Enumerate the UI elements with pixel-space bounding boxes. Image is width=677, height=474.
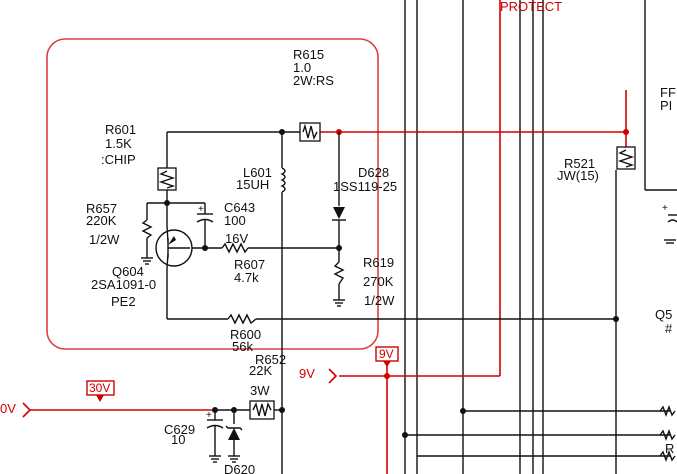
junction-dots	[164, 129, 619, 438]
c643-ref: C643	[224, 200, 255, 215]
junction-dot-9v	[384, 373, 390, 379]
r657-ref: R657	[86, 201, 117, 216]
r607-resistor-symbol	[221, 242, 249, 254]
r615-resistor-symbol	[299, 122, 321, 142]
r601-resistor-symbol	[157, 167, 177, 191]
right-capacitor-symbol: +	[662, 203, 677, 223]
r652-ref: R652	[255, 352, 286, 367]
net-30v-arrow	[22, 402, 32, 418]
protect-label: PROTECT	[500, 0, 562, 14]
l601-inductor-symbol	[280, 167, 286, 193]
right-label-ff: FF	[660, 85, 676, 100]
q604-suffix: PE2	[111, 294, 136, 309]
r619-resistor-symbol	[333, 261, 345, 285]
net-30v-tag: 30V	[89, 381, 110, 395]
r657-rating: 1/2W	[89, 232, 120, 247]
r607-value: 4.7k	[234, 270, 259, 285]
r615-ref: R615	[293, 47, 324, 62]
r521-ref: R521	[564, 156, 595, 171]
net-9v-tag: 9V	[379, 347, 394, 361]
d620-zener-symbol	[225, 425, 243, 440]
r657-resistor-symbol	[141, 219, 153, 239]
r652-resistor-symbol	[249, 400, 275, 420]
right-resistor-1-symbol	[659, 405, 676, 417]
r652-value: 22K	[249, 363, 272, 378]
r652-rating: 3W	[250, 383, 270, 398]
d620-ref: D620	[224, 462, 255, 474]
l601-ref: L601	[243, 165, 272, 180]
right-label-q5: Q5	[655, 307, 672, 322]
r619-ref: R619	[363, 255, 394, 270]
protect-net-wires	[30, 0, 627, 474]
right-label-pi: PI	[660, 98, 672, 113]
l601-value: 15UH	[236, 177, 269, 192]
r601-value: 1.5K	[105, 136, 132, 151]
c643-capacitor-symbol: +	[196, 204, 214, 236]
c643-voltage: 16V	[225, 231, 248, 246]
r600-value: 56k	[232, 339, 253, 354]
r607-ref: R607	[234, 257, 265, 272]
c629-value: 10	[171, 432, 185, 447]
r521-resistor-symbol	[616, 146, 636, 170]
bus-lines	[404, 0, 646, 474]
c629-capacitor-symbol: +	[206, 410, 224, 436]
net-9v-label: 9V	[299, 366, 315, 381]
right-label-hash: #	[665, 321, 673, 336]
net-30v-tag-pointer	[96, 395, 104, 402]
svg-text:+: +	[206, 410, 212, 421]
d628-diode-symbol	[332, 207, 346, 221]
right-label-r: R	[665, 441, 674, 456]
svg-text:+: +	[662, 203, 668, 214]
q604-transistor-symbol	[155, 225, 193, 269]
r657-value: 220K	[86, 213, 117, 228]
net-9v-tag-pointer	[383, 361, 391, 367]
svg-text:+: +	[198, 204, 204, 215]
net-9v-arrow	[328, 368, 338, 384]
right-resistor-2-symbol	[659, 429, 676, 441]
net-30v-left-label: 0V	[0, 401, 16, 416]
r601-ref: R601	[105, 122, 136, 137]
r619-value: 270K	[363, 274, 394, 289]
c643-value: 100	[224, 213, 246, 228]
r615-value: 1.0	[293, 60, 311, 75]
r615-rating: 2W:RS	[293, 73, 334, 88]
r521-value: JW(15)	[557, 168, 599, 183]
d628-part: 1SS119-25	[333, 179, 397, 194]
r600-resistor-symbol	[227, 313, 257, 325]
r600-ref: R600	[230, 327, 261, 342]
d628-ref: D628	[358, 165, 389, 180]
ground-symbols	[141, 239, 676, 463]
circuit-wires	[146, 131, 677, 474]
junction-dot-r521	[623, 129, 629, 135]
right-resistor-3-symbol	[659, 450, 676, 462]
q604-part: 2SA1091-0	[91, 277, 156, 292]
r619-rating: 1/2W	[364, 293, 395, 308]
q604-ref: Q604	[112, 264, 144, 279]
highlight-region-outline	[46, 38, 379, 350]
c629-ref: C629	[164, 422, 195, 437]
r601-type: :CHIP	[101, 152, 136, 167]
